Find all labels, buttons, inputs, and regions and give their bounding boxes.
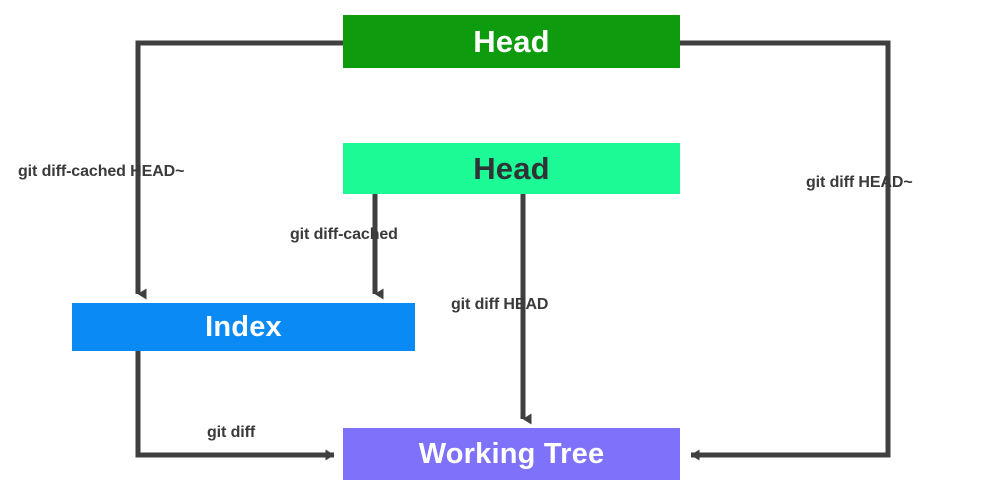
edge-label-git-diff: git diff: [207, 424, 256, 441]
edge-label-git-diff-head: git diff HEAD: [451, 296, 549, 313]
node-label: Head: [473, 23, 550, 59]
edge-label-git-diff-head-prev: git diff HEAD~: [806, 174, 913, 191]
edge-label-git-diff-cached: git diff-cached: [290, 226, 398, 243]
node-label: Head: [473, 150, 550, 186]
edge-git-diff-cached-head-prev: [135, 40, 343, 300]
node-head-previous-commit[interactable]: Head: [343, 15, 680, 68]
node-label: Working Tree: [418, 437, 605, 470]
node-working-tree[interactable]: Working Tree: [343, 428, 680, 480]
node-index[interactable]: Index: [72, 303, 415, 351]
edge-git-diff: [135, 351, 335, 461]
edge-git-diff-head-prev: [680, 40, 891, 461]
node-label: Index: [205, 310, 282, 343]
edge-label-git-diff-cached-head-prev: git diff-cached HEAD~: [18, 163, 185, 180]
node-head[interactable]: Head: [343, 143, 680, 194]
